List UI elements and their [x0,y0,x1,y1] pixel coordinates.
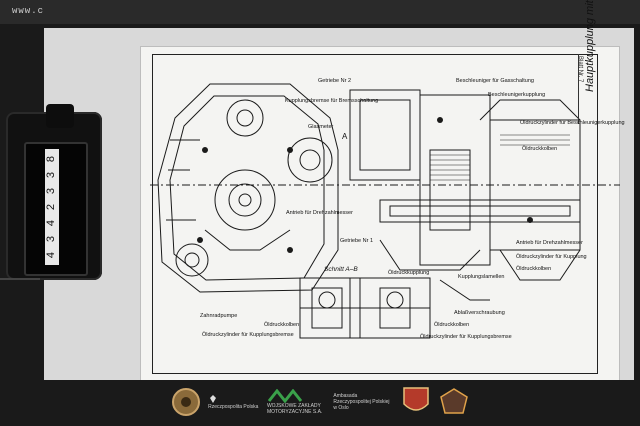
label-schnitt: Schnitt A–B [324,266,358,273]
drawing-title: Hauptkupplung mit Beschleuniger [584,0,596,92]
label-oldruckzylinder-kupplung: Öldruckzylinder für Kupplung [516,254,587,260]
label-oldruckzylinder-beschl: Öldruckzylinder für Beschleunigerkupplun… [520,120,625,126]
counter-cord [0,278,40,280]
sponsor-logos: Rzeczpospolita Polska WOJSKOWE ZAKŁADY M… [170,382,470,422]
label-zahnradpumpe: Zahnradpumpe [200,313,238,319]
label-antrieb-drehzahl-left: Antrieb für Drehzahlmesser [286,210,353,216]
eagle-icon [210,395,217,403]
footer-bar [0,380,640,426]
label-oldruckkolben-right: Öldruckkolben [522,146,558,152]
tally-counter: 8 3 3 2 4 3 4 [6,104,102,280]
embassy-logo: Ambasada Rzeczypospolitej Polskiej w Osl… [333,385,393,419]
url-watermark: www.c [12,6,45,16]
label-ablassverschraubung: Ablaßverschraubung [454,310,505,316]
wzm-text-line1: WOJSKOWE ZAKŁADY [266,403,321,409]
label-kupplungslamellen: Kupplungslamellen [458,274,505,280]
label-beschleunigerkupplung: Beschleunigerkupplung [488,92,546,98]
wzm-logo: WOJSKOWE ZAKŁADY MOTORYZACYJNE S.A. [267,385,327,419]
label-oldruckzylinder-bremse: Öldruckzylinder für Kupplungsbremse [202,332,294,338]
emblem-logo [170,385,202,419]
label-kupplungsbremse: Kupplungsbremse für Bremsschaltung [285,98,379,104]
label-a-marker: A [342,132,348,141]
gear-emblem-icon [172,388,201,416]
label-oldruckzylinder-bremse2: Öldruckzylinder für Kupplungsbremse [420,334,512,340]
label-oldruckkolben-bottom: Öldruckkolben [264,322,300,328]
label-oldruckkupplung: Öldruckkupplung [388,270,430,276]
label-oldruckkolben-right2: Öldruckkolben [516,266,552,272]
label-glasmeter: Glasmeter [308,124,334,130]
title-block: Blatt Nr. 7 [577,54,609,124]
embassy-text-line3: w Oslo [333,405,349,411]
badge-logo [438,385,470,419]
counter-button [46,104,74,128]
counter-digits: 8 3 3 2 4 3 4 [32,149,72,265]
shield-icon [403,387,429,411]
drawing-border [152,54,598,374]
label-getriebe-nr1: Getriebe Nr 1 [340,238,374,244]
label-getriebe-nr2: Getriebe Nr 2 [318,78,352,84]
label-antrieb-drehzahl-right: Antrieb für Drehzahlmesser [516,240,583,246]
poland-logo-text: Rzeczpospolita Polska [208,404,259,410]
counter-digit: 4 [45,245,59,265]
wzm-mark-icon [267,389,303,403]
badge-icon [440,388,468,414]
poland-logo: Rzeczpospolita Polska [208,385,261,419]
coat-of-arms-logo [400,385,432,419]
embassy-text-line2: Rzeczypospolitej Polskiej [333,399,390,405]
embassy-text-line1: Ambasada [333,393,358,399]
wzm-text-line2: MOTORYZACYJNE S.A. [266,409,323,415]
label-oldruckkolben-bottom2: Öldruckkolben [434,322,470,328]
top-bar: www.c [0,0,640,24]
sheet-number: Blatt Nr. 7 [577,56,583,83]
label-beschleuniger-gas: Beschleuniger für Gasschaltung [456,78,534,84]
